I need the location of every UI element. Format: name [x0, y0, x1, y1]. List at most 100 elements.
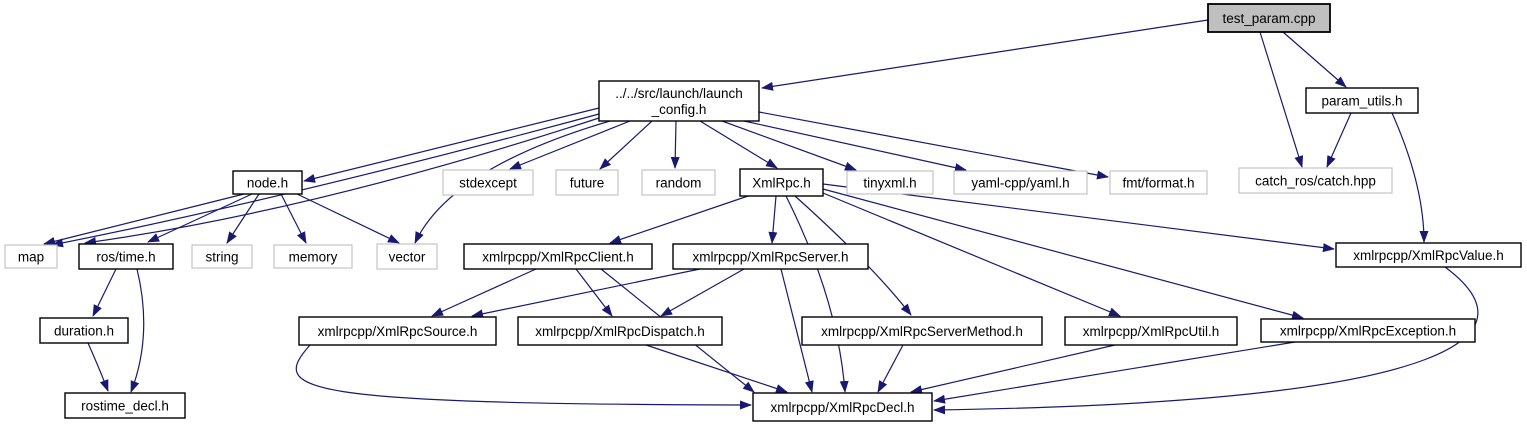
graph-node-launch_config[interactable]: ../../src/launch/launch_config.h [598, 80, 760, 122]
graph-node-label: catch_ros/catch.hpp [1255, 173, 1376, 188]
graph-node-label: fmt/format.h [1122, 175, 1194, 190]
graph-node-box [1335, 242, 1522, 268]
graph-node-box [64, 392, 186, 419]
edge-duration-rostime_decl [87, 342, 109, 392]
edge-client-source [431, 268, 537, 317]
edge-source-decl [295, 344, 752, 410]
graph-node-box [555, 169, 619, 196]
graph-node-xmlrpc[interactable]: XmlRpc.h [739, 168, 824, 197]
edge-node-string [226, 193, 260, 244]
graph-node-box [1064, 316, 1238, 346]
graph-node-label: xmlrpcpp/XmlRpcSource.h [318, 324, 478, 339]
graph-node-servermethod[interactable]: xmlrpcpp/XmlRpcServerMethod.h [801, 316, 1043, 346]
graph-node-stdexcept: stdexcept [442, 169, 534, 196]
edge-value-decl [933, 266, 1479, 415]
graph-node-rostime[interactable]: ros/time.h [78, 243, 174, 270]
graph-node-box [739, 168, 824, 197]
graph-node-box [376, 243, 438, 270]
graph-node-future: future [555, 169, 619, 196]
graph-node-label: test_param.cpp [1222, 11, 1315, 26]
edge-launch_config-xmlrpc [699, 120, 778, 169]
edge-test_param-launch_config [761, 19, 1209, 91]
edge-launch_config-random [670, 120, 680, 169]
graph-node-test_param[interactable]: test_param.cpp [1207, 3, 1331, 33]
graph-node-box [39, 317, 129, 344]
graph-node-map: map [4, 244, 58, 269]
edge-util-decl [910, 344, 1116, 394]
graph-node-box [191, 244, 253, 269]
graph-node-label: vector [389, 249, 426, 264]
graph-node-label: xmlrpcpp/XmlRpcValue.h [1353, 248, 1504, 263]
edge-test_param-catch [1259, 31, 1304, 168]
graph-node-box [232, 170, 303, 195]
graph-node-box [598, 80, 760, 122]
graph-node-label: string [205, 249, 238, 264]
graph-node-label: ../../src/launch/launch [615, 86, 743, 101]
graph-node-catch: catch_ros/catch.hpp [1238, 167, 1393, 194]
edge-servermethod-decl [877, 344, 904, 393]
graph-node-node[interactable]: node.h [232, 170, 303, 195]
edge-server-decl [780, 268, 814, 393]
edge-test_param-param_utils [1282, 31, 1347, 88]
graph-node-label: rostime_decl.h [81, 398, 169, 413]
graph-node-value[interactable]: xmlrpcpp/XmlRpcValue.h [1335, 242, 1522, 268]
graph-node-label: future [570, 175, 605, 190]
graph-node-box [1260, 318, 1476, 343]
graph-node-client[interactable]: xmlrpcpp/XmlRpcClient.h [463, 243, 653, 270]
graph-node-rostime_decl[interactable]: rostime_decl.h [64, 392, 186, 419]
graph-node-label: random [656, 175, 702, 190]
graph-node-label: tinyxml.h [863, 175, 916, 190]
graph-node-box [1305, 87, 1419, 114]
edge-rostime-rostime_decl [130, 268, 145, 393]
edge-launch_config-node [303, 107, 600, 183]
edge-rostime-duration [92, 268, 117, 317]
graph-node-server[interactable]: xmlrpcpp/XmlRpcServer.h [672, 243, 869, 270]
edge-xmlrpc-server [768, 195, 778, 244]
graph-node-label: _config.h [651, 102, 707, 117]
graph-node-box [273, 244, 353, 269]
graph-node-label: xmlrpcpp/XmlRpcServer.h [692, 249, 848, 264]
graph-node-label: map [18, 249, 44, 264]
graph-node-label: xmlrpcpp/XmlRpcUtil.h [1083, 324, 1220, 339]
graph-node-label: duration.h [54, 323, 114, 338]
graph-node-box [517, 316, 723, 346]
graph-node-decl[interactable]: xmlrpcpp/XmlRpcDecl.h [752, 392, 933, 422]
edge-xmlrpc-exception [822, 188, 1304, 320]
graph-node-source[interactable]: xmlrpcpp/XmlRpcSource.h [298, 316, 497, 346]
graph-node-tinyxml: tinyxml.h [846, 170, 934, 195]
edge-server-source [471, 268, 701, 319]
graph-node-fmt: fmt/format.h [1109, 170, 1208, 195]
graph-node-box [442, 169, 534, 196]
graph-node-box [801, 316, 1043, 346]
edge-launch_config-rostime [84, 117, 600, 246]
graph-node-label: xmlrpcpp/XmlRpcDecl.h [770, 400, 914, 415]
graph-node-param_utils[interactable]: param_utils.h [1305, 87, 1419, 114]
edge-node-map [43, 193, 245, 246]
graph-node-label: yaml-cpp/yaml.h [971, 175, 1069, 190]
graph-node-box [641, 169, 716, 196]
edge-xmlrpc-value [822, 183, 1335, 253]
edge-param_utils-value [1391, 112, 1429, 243]
graph-node-util[interactable]: xmlrpcpp/XmlRpcUtil.h [1064, 316, 1238, 346]
graph-node-box [78, 243, 174, 270]
graph-node-box [1238, 167, 1393, 194]
edge-launch_config-map [51, 113, 600, 248]
graph-node-box [672, 243, 869, 270]
graph-node-memory: memory [273, 244, 353, 269]
graph-node-box [752, 392, 933, 422]
graph-node-label: ros/time.h [96, 249, 155, 264]
graph-node-exception[interactable]: xmlrpcpp/XmlRpcException.h [1260, 318, 1476, 343]
edge-xmlrpc-decl [785, 195, 849, 393]
graph-node-random: random [641, 169, 716, 196]
graph-node-label: XmlRpc.h [752, 175, 811, 190]
graph-node-label: xmlrpcpp/XmlRpcDispatch.h [535, 324, 705, 339]
edge-launch_config-yaml [743, 120, 967, 173]
graph-node-label: xmlrpcpp/XmlRpcServerMethod.h [821, 324, 1023, 339]
edge-node-vector [296, 193, 400, 244]
edge-xmlrpc-util [822, 192, 1121, 317]
graph-node-duration[interactable]: duration.h [39, 317, 129, 344]
graph-node-dispatch[interactable]: xmlrpcpp/XmlRpcDispatch.h [517, 316, 723, 346]
